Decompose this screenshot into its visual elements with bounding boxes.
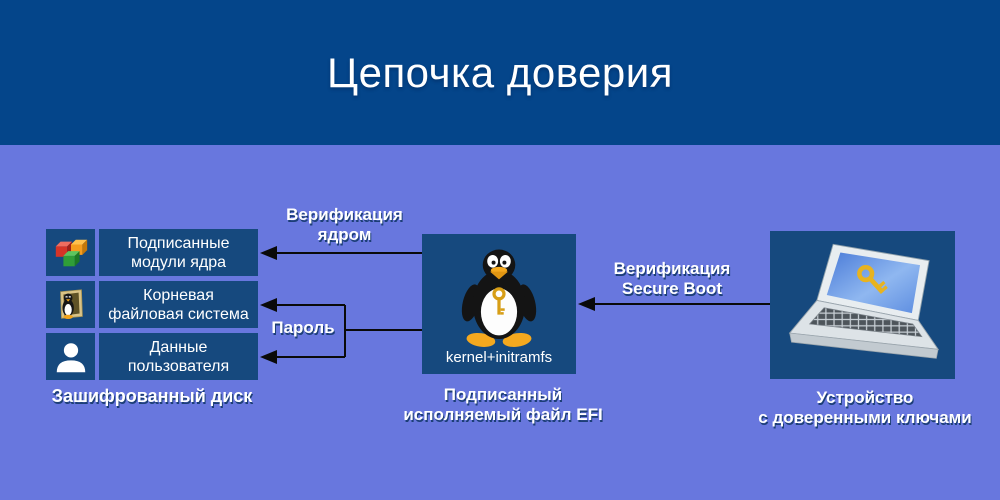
- arrow-secure-boot-verification: [578, 297, 770, 311]
- arrow-kernel-verification: [260, 246, 422, 260]
- page-title: Цепочка доверия: [327, 48, 673, 96]
- efi-caption: Подписанный исполняемый файл EFI: [391, 385, 615, 425]
- arrow-password-branch: [260, 298, 422, 364]
- caption-line: с доверенными ключами: [758, 408, 972, 427]
- linux-folder-icon: [46, 281, 95, 328]
- gold-key: [856, 264, 888, 295]
- efi-box-label: kernel+initramfs: [445, 349, 553, 366]
- kernel-verification-label: Верификация ядром: [252, 205, 437, 245]
- device-caption: Устройство с доверенными ключами: [753, 388, 977, 428]
- user-icon: [46, 333, 95, 380]
- kernel-modules-icon: [46, 229, 95, 276]
- caption-line: Подписанный: [443, 385, 563, 404]
- box-label-line: файловая система: [108, 305, 249, 323]
- signed-efi-box: kernel+initramfs: [422, 234, 576, 374]
- caption-line: Устройство: [816, 388, 914, 407]
- label-line: ядром: [317, 225, 372, 244]
- tux-with-key-icon: [461, 249, 537, 347]
- label-line: Верификация: [286, 205, 403, 224]
- mini-tux: [61, 293, 74, 319]
- laptop-with-key-icon: [788, 243, 939, 359]
- user-data-box: Данные пользователя: [99, 333, 258, 380]
- box-label-line: Подписанные: [127, 234, 230, 252]
- gold-key: [492, 287, 506, 315]
- encrypted-disk-caption: Зашифрованный диск: [51, 386, 253, 406]
- cube-green: [62, 250, 80, 266]
- box-label-line: модули ядра: [130, 253, 227, 271]
- root-filesystem-box: Корневая файловая система: [99, 281, 258, 328]
- password-label: Пароль: [271, 318, 335, 337]
- label-line: Secure Boot: [621, 279, 723, 298]
- box-label-line: Корневая: [143, 286, 214, 304]
- trusted-device-box: [770, 231, 955, 379]
- header-band: Цепочка доверия: [0, 0, 1000, 145]
- signed-kernel-modules-box: Подписанные модули ядра: [99, 229, 258, 276]
- label-line: Верификация: [613, 259, 731, 278]
- caption-line: исполняемый файл EFI: [403, 405, 603, 424]
- cube-orange: [70, 239, 87, 255]
- secure-boot-verification-label: Верификация Secure Boot: [582, 259, 762, 299]
- box-label-line: Данные: [149, 338, 208, 356]
- box-label-line: пользователя: [127, 357, 230, 375]
